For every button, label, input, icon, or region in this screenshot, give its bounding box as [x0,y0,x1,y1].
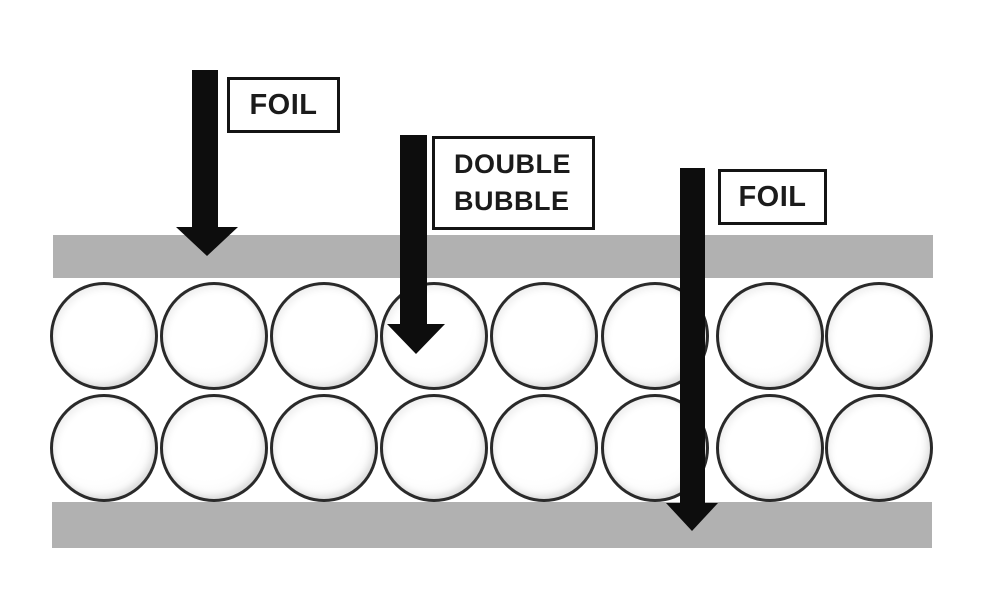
bubble [50,282,158,390]
bubble [825,394,933,502]
foil-arrow-right-shaft [680,168,705,504]
bubble [50,394,158,502]
double-bubble-label-line2: BUBBLE [454,186,570,216]
foil-label-right: FOIL [718,169,827,225]
foil-arrow-left-head [176,227,238,256]
foil-arrow-right-head [666,503,718,531]
bubble [716,394,824,502]
foil-label-right-text: FOIL [738,180,807,213]
double-bubble-arrow-shaft [400,135,427,325]
bubble [160,394,268,502]
bubble [270,282,378,390]
bubble [160,282,268,390]
bubble [490,394,598,502]
bottom-foil-layer [52,502,932,548]
bubble [380,394,488,502]
foil-arrow-left-shaft [192,70,218,228]
bubble [825,282,933,390]
bubble [716,282,824,390]
bubble [490,282,598,390]
foil-label-top-left-text: FOIL [249,88,318,121]
bubble [270,394,378,502]
double-bubble-label: DOUBLE BUBBLE [432,136,595,230]
foil-label-top-left: FOIL [227,77,340,133]
double-bubble-label-line1: DOUBLE [454,149,571,179]
double-bubble-arrow-head [387,324,445,354]
